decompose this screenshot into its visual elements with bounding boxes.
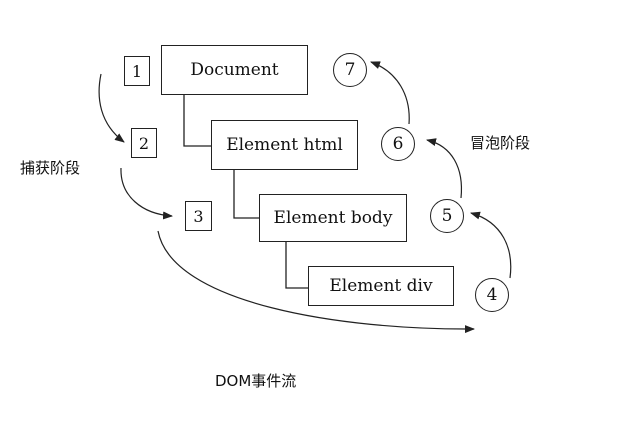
connector-document-html [183, 94, 211, 147]
capture-arrow-1-2 [98, 73, 125, 143]
bubble-arrow-4-5 [470, 211, 512, 279]
bubble-arrow-6-7 [370, 61, 410, 125]
capture-step-1: 1 [124, 56, 150, 86]
tree-connectors [183, 94, 308, 289]
diagram-caption: DOM事件流 [215, 372, 297, 390]
node-document: Document [161, 45, 308, 95]
node-element-div: Element div [308, 266, 454, 306]
capture-step-2: 2 [131, 128, 157, 158]
capture-arrows [98, 73, 475, 334]
capture-phase-label: 捕获阶段 [20, 159, 81, 177]
bubble-step-6: 6 [381, 127, 415, 161]
bubble-arrows [370, 61, 512, 279]
bubble-step-5: 5 [430, 199, 464, 233]
bubble-phase-label: 冒泡阶段 [470, 134, 531, 152]
node-element-body: Element body [259, 194, 407, 242]
capture-arrow-2-3 [120, 167, 173, 220]
capture-step-3: 3 [185, 201, 212, 231]
node-element-html: Element html [211, 120, 358, 170]
connector-html-body [233, 170, 259, 219]
connector-body-div [285, 242, 308, 289]
capture-arrow-3-target [157, 230, 475, 334]
bubble-step-7: 7 [333, 53, 367, 87]
bubble-arrow-5-6 [426, 138, 463, 199]
bubble-step-4: 4 [475, 278, 509, 312]
